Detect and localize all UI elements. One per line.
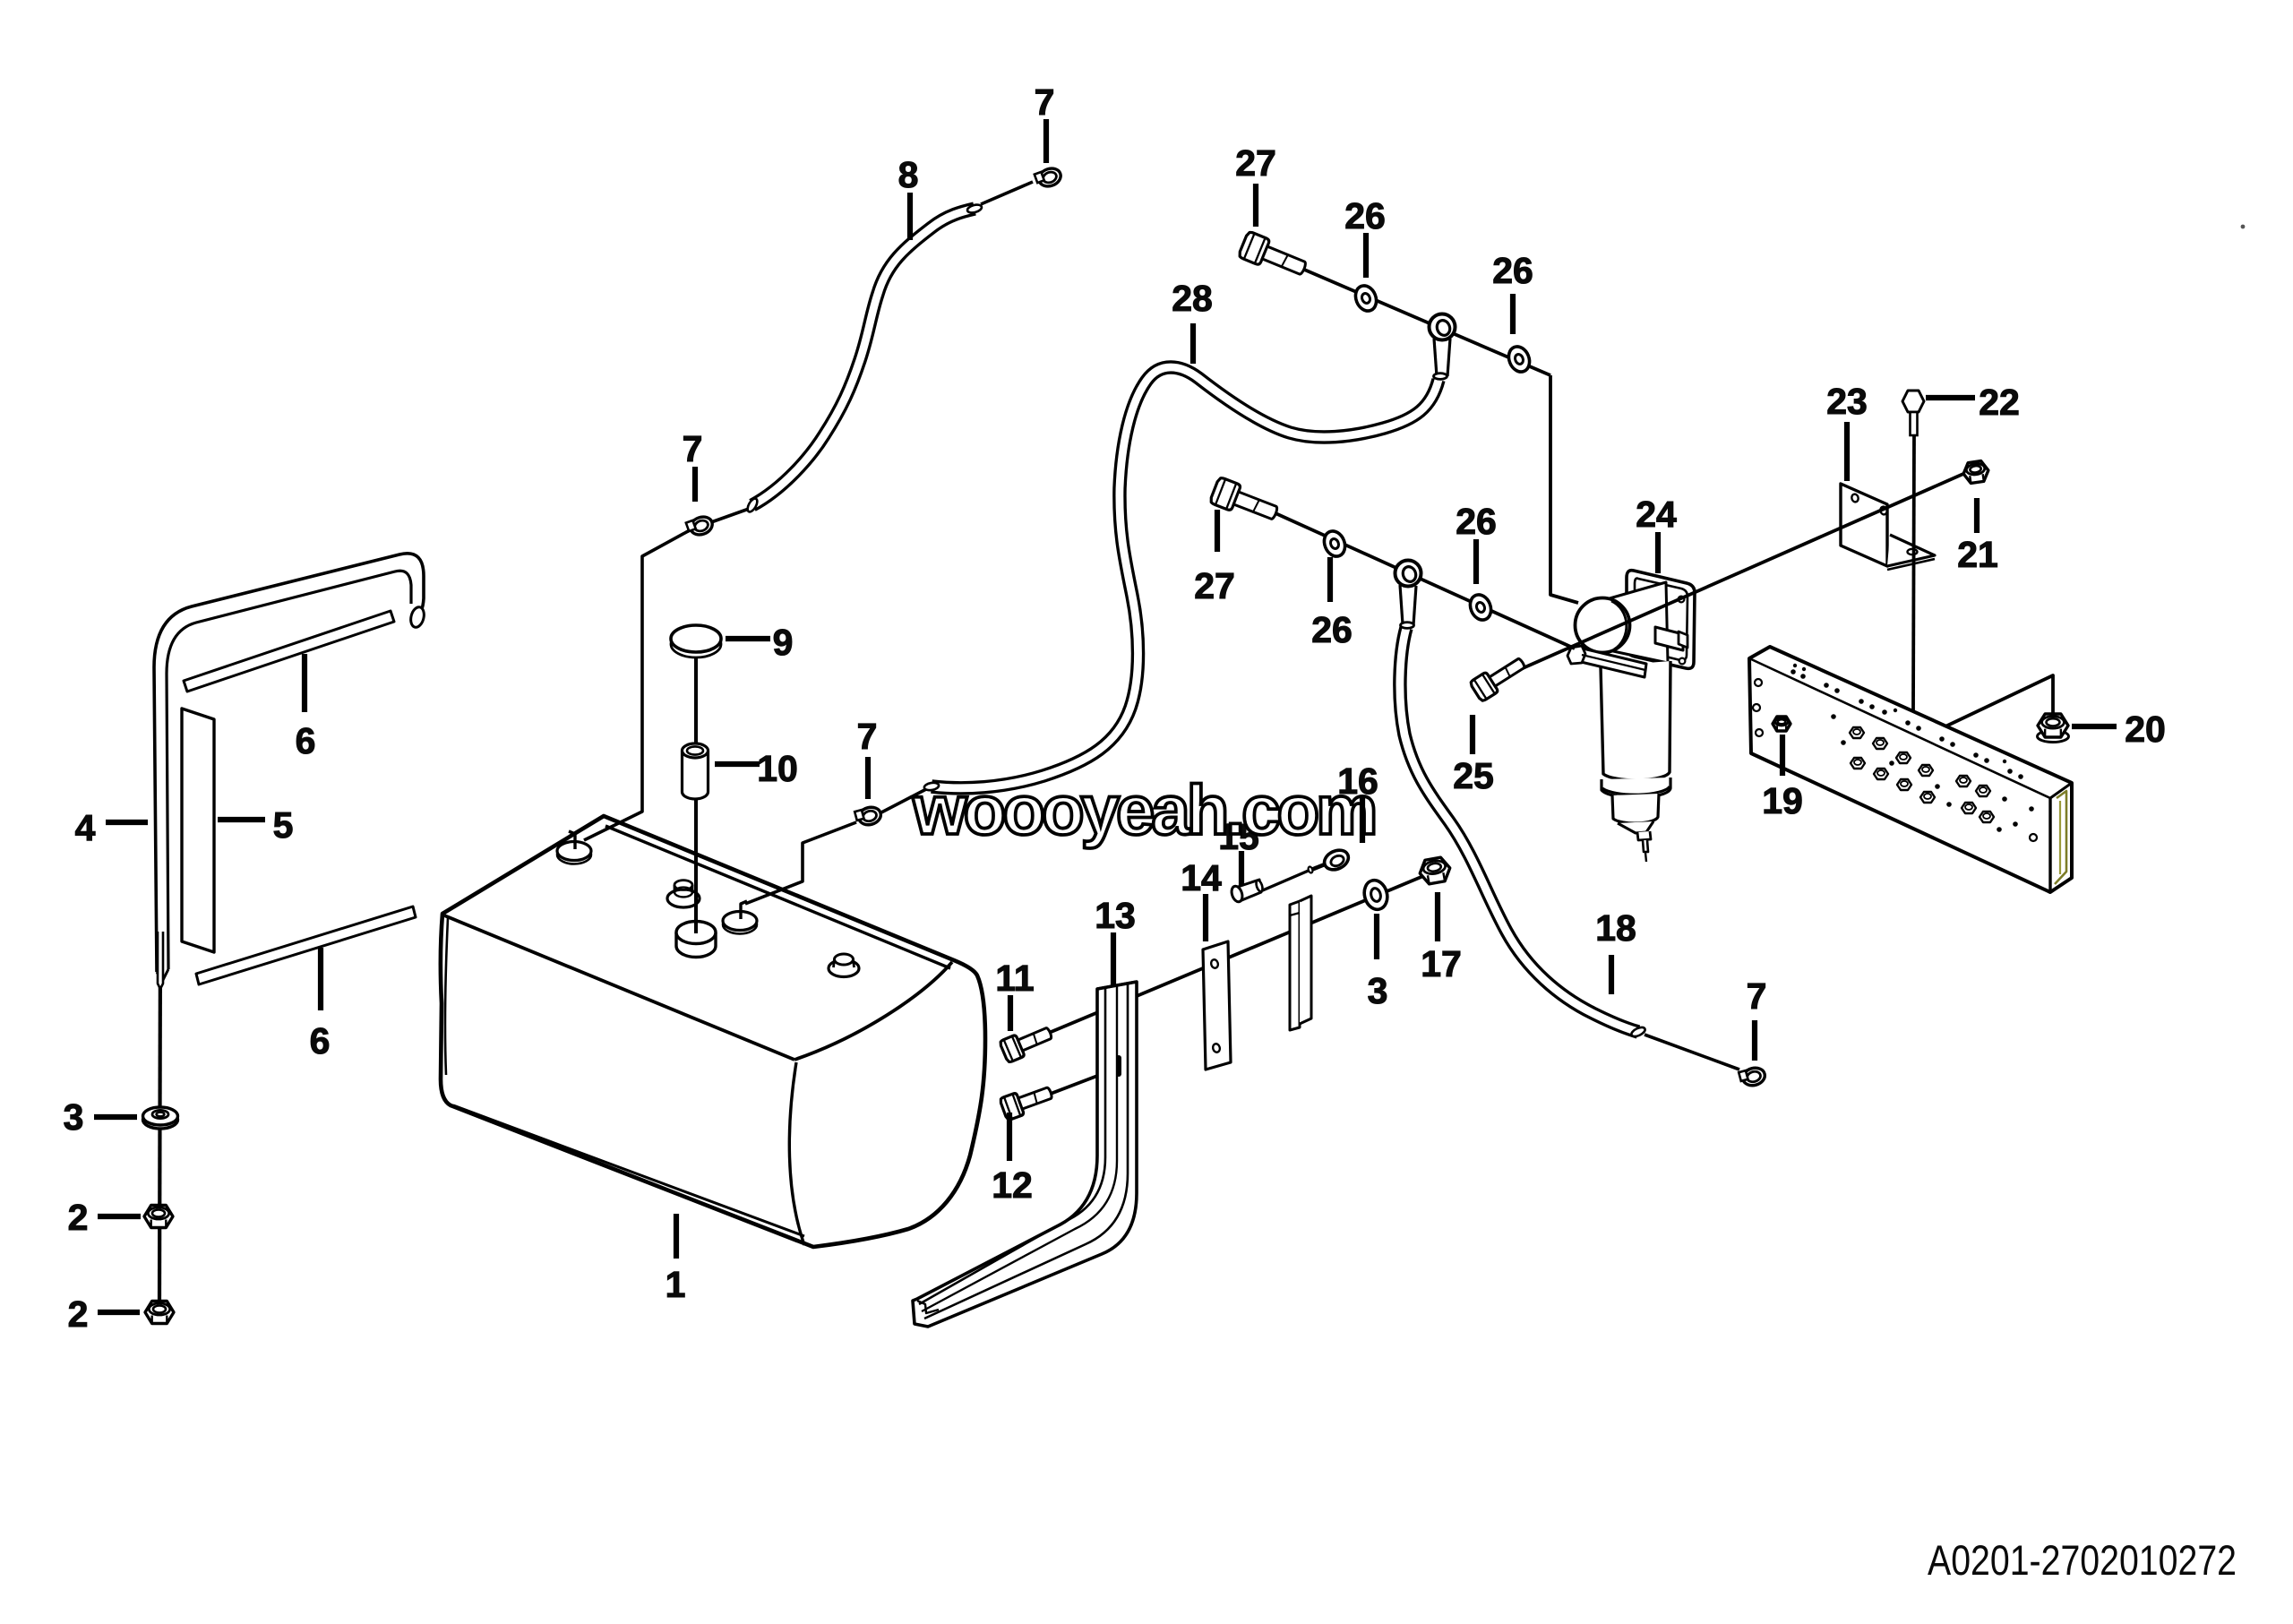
svg-text:2: 2 xyxy=(68,1197,89,1238)
svg-text:3: 3 xyxy=(64,1096,84,1138)
svg-text:26: 26 xyxy=(1311,609,1353,650)
svg-text:4: 4 xyxy=(75,807,96,848)
svg-text:2: 2 xyxy=(68,1293,89,1335)
svg-text:25: 25 xyxy=(1453,755,1494,796)
svg-text:6: 6 xyxy=(310,1020,331,1061)
svg-text:28: 28 xyxy=(1172,278,1213,319)
svg-text:26: 26 xyxy=(1344,195,1386,236)
svg-text:13: 13 xyxy=(1095,895,1136,936)
svg-text:5: 5 xyxy=(273,804,294,846)
svg-text:3: 3 xyxy=(1368,970,1388,1011)
svg-text:11: 11 xyxy=(995,958,1034,999)
svg-text:7: 7 xyxy=(1747,975,1767,1017)
svg-text:24: 24 xyxy=(1636,494,1677,535)
svg-text:17: 17 xyxy=(1421,943,1462,984)
svg-text:1: 1 xyxy=(666,1264,686,1305)
svg-text:26: 26 xyxy=(1456,501,1497,542)
svg-text:12: 12 xyxy=(992,1164,1033,1206)
svg-text:15: 15 xyxy=(1218,816,1259,857)
svg-text:8: 8 xyxy=(898,154,919,195)
svg-text:7: 7 xyxy=(683,428,703,469)
svg-text:7: 7 xyxy=(1035,82,1055,123)
svg-text:18: 18 xyxy=(1595,907,1636,949)
svg-text:woooyeah.com: woooyeah.com xyxy=(912,770,1374,849)
svg-text:23: 23 xyxy=(1826,381,1868,422)
svg-text:19: 19 xyxy=(1762,780,1803,821)
svg-text:26: 26 xyxy=(1492,250,1533,291)
svg-text:20: 20 xyxy=(2125,709,2166,750)
svg-text:A0201-2702010272: A0201-2702010272 xyxy=(1928,1536,2237,1584)
svg-text:16: 16 xyxy=(1337,760,1378,802)
svg-text:9: 9 xyxy=(773,622,794,663)
svg-text:14: 14 xyxy=(1181,857,1222,898)
svg-text:27: 27 xyxy=(1194,565,1235,606)
svg-text:7: 7 xyxy=(857,716,878,757)
svg-text:6: 6 xyxy=(296,720,316,761)
svg-text:10: 10 xyxy=(757,748,798,789)
svg-text:22: 22 xyxy=(1979,382,2020,423)
svg-text:21: 21 xyxy=(1957,534,1998,575)
svg-text:27: 27 xyxy=(1235,142,1276,184)
